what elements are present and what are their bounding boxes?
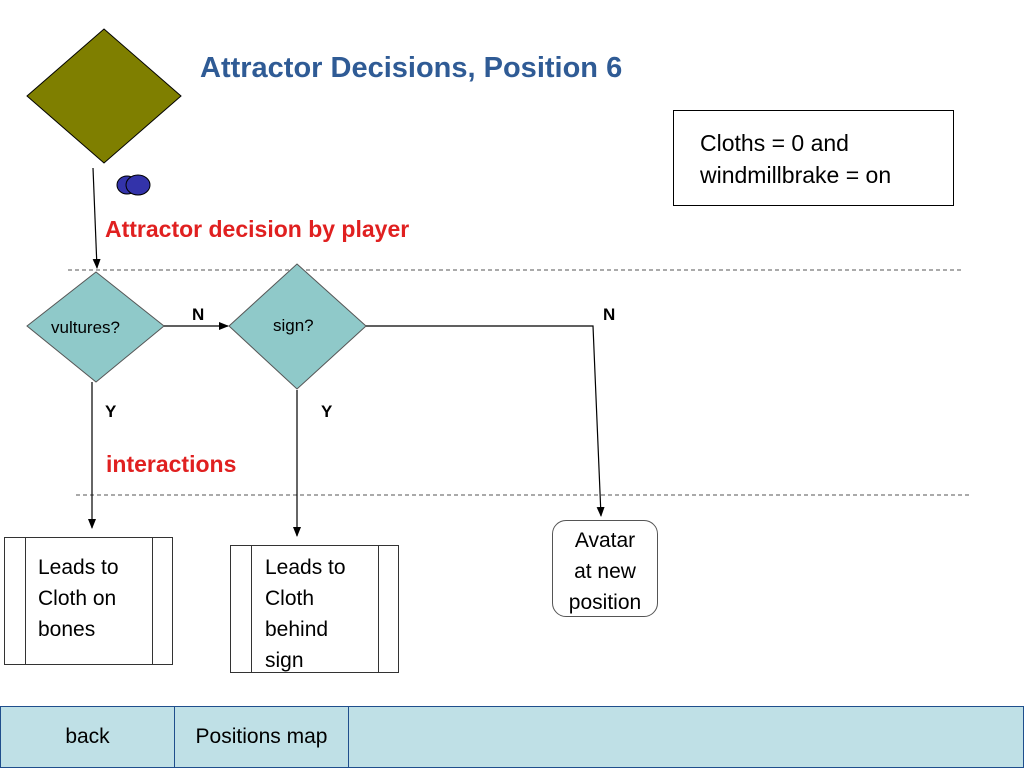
terminal-text-line: Avatar — [574, 529, 636, 552]
navigation-bar: back Positions map — [0, 706, 1024, 768]
outcome-text-line: Cloth — [265, 587, 315, 610]
sign-no-label: N — [603, 305, 616, 324]
positions-map-button[interactable]: Positions map — [175, 707, 349, 767]
outcome-cloth-on-bones: Leads to Cloth on bones — [4, 537, 173, 665]
outcome-text-line: behind — [265, 618, 329, 641]
outcome-avatar-new-position: Avatar at new position — [552, 520, 658, 617]
terminal-text-line: position — [568, 591, 642, 614]
outcome-text-line: Leads to — [265, 556, 346, 579]
condition-line: windmillbrake = on — [700, 162, 892, 188]
vultures-question: vultures? — [51, 318, 120, 337]
sign-yes-label: Y — [321, 402, 333, 421]
vultures-yes-label: Y — [105, 402, 117, 421]
outcome-cloth-behind-sign: Leads to Cloth behind sign — [230, 545, 399, 673]
vultures-no-label: N — [192, 305, 205, 324]
sign-decision-diamond — [228, 263, 367, 390]
sign-question: sign? — [273, 316, 314, 335]
player-icon — [116, 174, 151, 196]
interactions-label: interactions — [106, 451, 237, 477]
condition-line: Cloths = 0 and — [700, 130, 849, 156]
outcome-text-line: Leads to — [38, 556, 119, 579]
vultures-decision-diamond — [26, 271, 165, 383]
outcome-text-line: bones — [38, 618, 96, 641]
terminal-text-line: at new — [574, 560, 636, 583]
outcome-text-line: sign — [265, 649, 304, 672]
back-button[interactable]: back — [1, 707, 175, 767]
edge-sign-no — [366, 325, 605, 517]
page-title: Attractor Decisions, Position 6 — [200, 52, 623, 84]
start-diamond — [26, 28, 182, 164]
outcome-text-line: Cloth on — [38, 587, 117, 610]
attractor-decision-label: Attractor decision by player — [105, 216, 410, 242]
edge-start-to-vultures — [92, 167, 101, 269]
nav-bar-empty-cell — [349, 707, 1023, 767]
condition-box: Cloths = 0 and windmillbrake = on — [673, 110, 954, 206]
